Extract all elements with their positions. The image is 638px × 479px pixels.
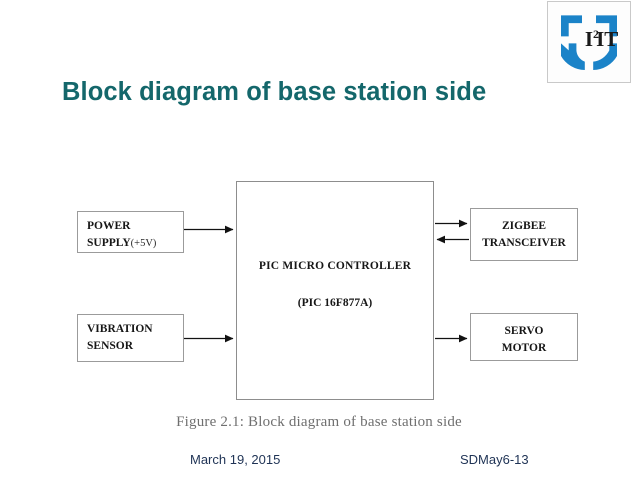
block-servo-motor: SERVO MOTOR: [470, 313, 578, 361]
i2it-logo: I 2 IT: [547, 1, 631, 83]
power-supply-line1: POWER: [87, 220, 131, 232]
vibration-sensor-label: VIBRATION SENSOR: [87, 323, 153, 352]
svg-text:IT: IT: [596, 27, 618, 51]
figure-caption: Figure 2.1: Block diagram of base statio…: [176, 414, 462, 430]
block-zigbee-transceiver: ZIGBEE TRANSCEIVER: [470, 208, 578, 261]
microcontroller-line2: (PIC 16F877A): [297, 296, 373, 309]
block-vibration-sensor: VIBRATION SENSOR: [77, 314, 184, 362]
svg-text:I: I: [585, 27, 593, 51]
servo-label: SERVO MOTOR: [501, 325, 547, 354]
i2it-shield-icon: I 2 IT: [561, 15, 618, 70]
block-power-supply: POWER SUPPLY(+5V): [77, 211, 184, 253]
footer-date: March 19, 2015: [190, 452, 281, 467]
footer-team-name: SDMay6-13: [460, 452, 529, 467]
block-microcontroller: PIC MICRO CONTROLLER (PIC 16F877A): [236, 181, 434, 400]
zigbee-label: ZIGBEE TRANSCEIVER: [482, 220, 566, 249]
power-supply-voltage: (+5V): [130, 237, 157, 249]
svg-text:2: 2: [593, 27, 599, 41]
microcontroller-line1: PIC MICRO CONTROLLER: [258, 260, 412, 272]
page-title: Block diagram of base station side: [62, 78, 487, 106]
power-supply-line2: SUPPLY: [87, 236, 131, 249]
